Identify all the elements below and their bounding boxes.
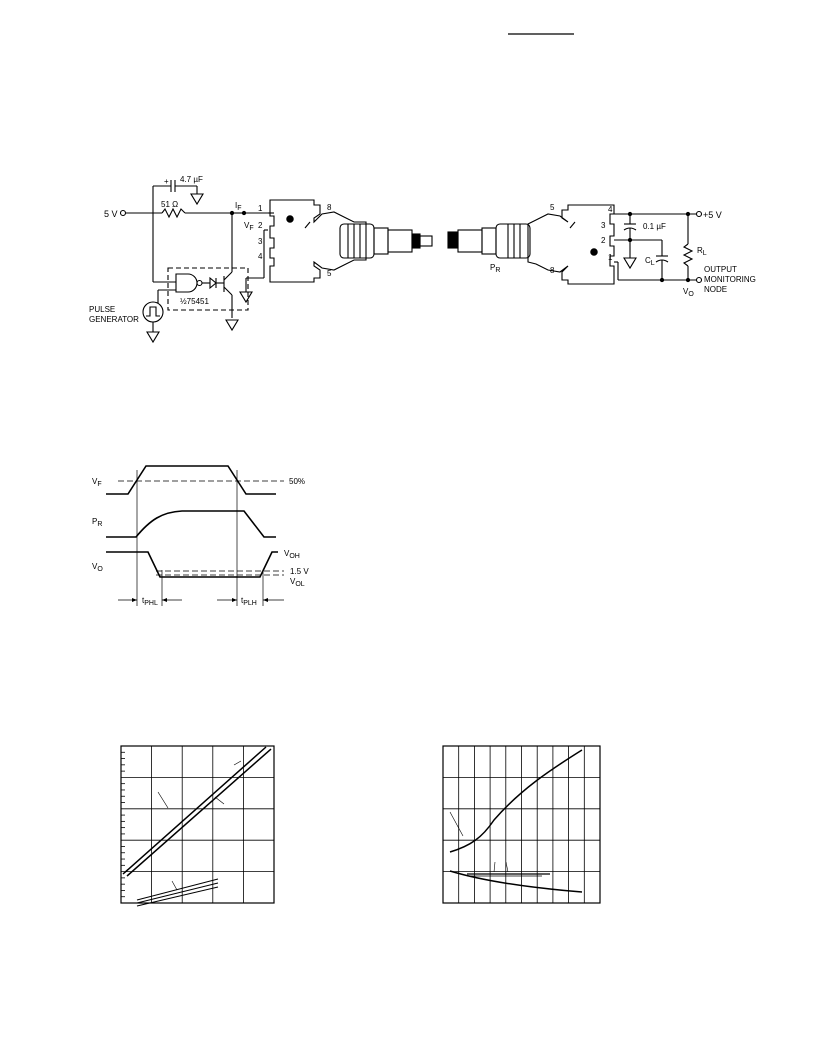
left-leader-4 <box>171 880 178 891</box>
nand-bubble <box>196 279 203 287</box>
rx-pin-5: 5 <box>550 203 555 212</box>
timing-vo-label: VO <box>92 562 103 573</box>
timing-pr-label: PR <box>92 517 102 528</box>
resistor-value: 51 Ω <box>161 200 178 209</box>
graph-right-grid <box>443 746 600 903</box>
vo-waveform <box>106 551 278 578</box>
cap-value: 4.7 µF <box>180 175 203 184</box>
output-label-3: NODE <box>704 285 727 294</box>
tx-pin-2: 2 <box>258 221 263 230</box>
timing-tphl: tPHL <box>142 596 158 607</box>
driver-diode <box>209 276 217 290</box>
graph-left-grid <box>121 746 274 903</box>
graph-left <box>120 745 275 907</box>
cap-plus: + <box>164 177 169 186</box>
vf-waveform <box>106 465 276 495</box>
resistor-rl <box>682 243 694 267</box>
rx-pin-1: 1 <box>608 253 613 262</box>
timing-vol-label: VOL <box>290 577 305 588</box>
pulse-generator-symbol <box>142 301 164 323</box>
node-out-1 <box>659 277 665 283</box>
rx-pin1-dot <box>590 248 598 256</box>
timing-diagram: VF 50% PR VO VOH 1.5 V VOL tPHL tPLH <box>92 465 309 607</box>
output-terminal <box>695 276 703 284</box>
tx-pin-8: 8 <box>327 203 332 212</box>
graph-right <box>442 745 601 904</box>
ground-symbol-pulse <box>146 331 160 344</box>
vo-label: VO <box>683 287 694 298</box>
cl-label: CL <box>645 256 655 267</box>
timing-50pct: 50% <box>289 477 305 486</box>
tx-pin-4: 4 <box>258 252 263 261</box>
rl-label: RL <box>697 246 707 257</box>
right-leader-3 <box>505 861 509 873</box>
left-curve-lower-c <box>136 886 219 907</box>
right-curve-falling <box>449 870 583 893</box>
left-leader-2 <box>214 796 225 805</box>
graph-left-frame <box>120 745 275 904</box>
left-curve-lower-a <box>136 878 219 901</box>
supply-right-label: +5 V <box>703 210 722 220</box>
timing-vf-label: VF <box>92 477 102 488</box>
test-circuit-diagram: 5 V 51 Ω + 4.7 µF IF VF <box>89 175 756 344</box>
ground-symbol-cap <box>190 193 204 206</box>
tx-pin1-dot <box>286 215 294 223</box>
supply-right-terminal <box>695 210 703 218</box>
pr-label: PR <box>490 263 500 274</box>
if-label: IF <box>235 201 242 212</box>
ground-symbol-driver <box>225 319 239 332</box>
left-leader-3 <box>233 760 242 766</box>
graph-left-minor-ticks <box>121 751 125 898</box>
driver-chip-label: ½75451 <box>180 297 209 306</box>
nand-gate <box>175 273 198 293</box>
timing-1p5v: 1.5 V <box>290 567 309 576</box>
timing-tplh: tPLH <box>241 596 257 607</box>
output-label-1: OUTPUT <box>704 265 737 274</box>
vf-label: VF <box>244 221 254 232</box>
cap2-value: 0.1 µF <box>643 222 666 231</box>
right-curve-rising <box>449 749 583 853</box>
rx-pin-2: 2 <box>601 236 606 245</box>
ground-symbol-pin2 <box>239 291 253 304</box>
right-leader-1 <box>449 811 464 837</box>
tx-pin-1: 1 <box>258 204 263 213</box>
pr-waveform <box>106 510 276 538</box>
pulse-gen-label-1: PULSE <box>89 305 115 314</box>
tx-pin-3: 3 <box>258 237 263 246</box>
receiver-connector <box>447 204 615 285</box>
rx-pin-4: 4 <box>608 205 613 214</box>
left-curve-upper-a <box>122 746 267 875</box>
rx-pin-8: 8 <box>550 266 555 275</box>
rx-pin-3: 3 <box>601 221 606 230</box>
output-label-2: MONITORING <box>704 275 756 284</box>
supply-left-label: 5 V <box>104 209 118 219</box>
node-out-2 <box>685 277 691 283</box>
timing-voh-label: VOH <box>284 549 300 560</box>
left-curve-upper-b <box>126 748 272 877</box>
left-curve-lower-b <box>136 882 219 904</box>
resistor-51-ohm <box>161 207 186 219</box>
pulse-gen-label-2: GENERATOR <box>89 315 139 324</box>
transmitter-connector <box>269 199 433 283</box>
tx-pin-5: 5 <box>327 269 332 278</box>
right-leader-2 <box>493 861 496 873</box>
driver-dashed-box <box>167 267 249 311</box>
ground-symbol-rx <box>623 257 637 270</box>
left-leader-1 <box>157 791 169 809</box>
supply-left-terminal <box>119 209 127 217</box>
